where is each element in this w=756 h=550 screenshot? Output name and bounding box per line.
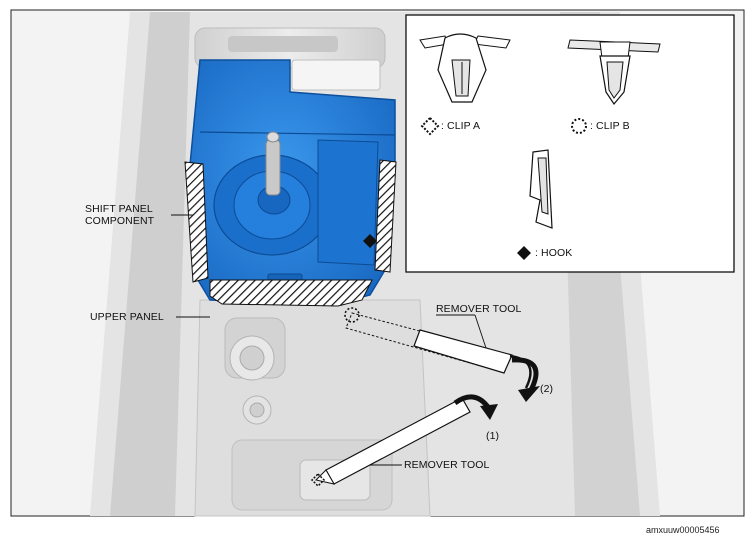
clip-b-drawing [567, 39, 661, 106]
clip-a-drawing [419, 33, 511, 103]
hook-symbol [517, 246, 531, 260]
figure-code: amxuuw00005456 [646, 525, 720, 535]
shift-panel-component [189, 59, 396, 306]
shift-panel-label-line1: SHIFT PANEL [85, 203, 153, 215]
legend-hook-label: : HOOK [535, 247, 573, 259]
remover-tool-lower-label: REMOVER TOOL [404, 459, 490, 471]
hook-marker-on-panel [363, 234, 377, 248]
remover-tool-upper [344, 307, 532, 389]
clip-b-marker [344, 307, 360, 323]
step-1-label: (1) [486, 430, 500, 442]
shift-panel-label: SHIFT PANEL COMPONENT [85, 203, 154, 227]
legend-inset [405, 14, 735, 273]
hook-drawing [529, 149, 553, 229]
clip-a-marker [310, 472, 326, 488]
clip-a-symbol [420, 116, 440, 136]
shift-panel-label-line2: COMPONENT [85, 215, 155, 227]
arrow-step-2 [511, 357, 539, 394]
step-2-label: (2) [540, 383, 554, 395]
clip-b-symbol [571, 118, 587, 134]
legend-clip-a-label: : CLIP A [441, 120, 481, 132]
hatched-clip-areas [184, 159, 397, 307]
remover-tool-upper-label: REMOVER TOOL [436, 303, 522, 315]
legend-clip-b-label: : CLIP B [590, 120, 630, 132]
upper-panel-label: UPPER PANEL [90, 311, 164, 323]
